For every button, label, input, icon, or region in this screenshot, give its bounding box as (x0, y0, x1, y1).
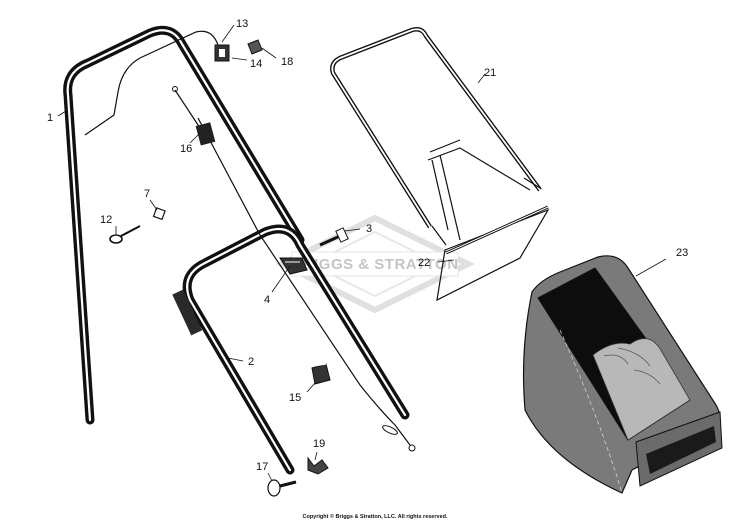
callout-22: 22 (418, 257, 430, 269)
control-cable (84, 30, 416, 452)
callout-1: 1 (47, 112, 53, 124)
wing-nut (307, 456, 329, 475)
copyright-notice: Copyright © Briggs & Stratton, LLC. All … (302, 514, 448, 520)
callout-12: 12 (100, 214, 112, 226)
cable-sleeve (172, 86, 216, 146)
callout-14: 14 (250, 58, 262, 70)
leader-lines (57, 24, 667, 482)
callout-23: 23 (676, 247, 688, 259)
callout-labels: 1 2 3 4 7 12 13 14 15 16 17 18 19 21 22 … (47, 18, 688, 473)
upper-handle (63, 25, 305, 425)
callout-18: 18 (281, 56, 293, 68)
callout-3: 3 (366, 223, 372, 235)
clip-part (247, 39, 263, 55)
watermark-text: BRIGGS & STRATTON (291, 256, 458, 273)
lower-bolt (267, 479, 297, 497)
nut-part (152, 207, 166, 221)
callout-19: 19 (313, 438, 325, 450)
bolt-part (319, 227, 349, 247)
eye-bolt (109, 225, 141, 244)
callout-13: 13 (236, 18, 248, 30)
grass-bag (522, 255, 723, 494)
bracket-part (311, 363, 331, 385)
callout-21: 21 (484, 67, 496, 79)
cable-clip (214, 44, 230, 62)
callout-16: 16 (180, 143, 192, 155)
callout-17: 17 (256, 461, 268, 473)
callout-2: 2 (248, 356, 254, 368)
callout-4: 4 (264, 294, 270, 306)
handle-knob (279, 257, 308, 275)
grass-bag-frame (330, 27, 550, 302)
lower-handle (172, 224, 410, 475)
callout-15: 15 (289, 392, 301, 404)
callout-7: 7 (144, 188, 150, 200)
